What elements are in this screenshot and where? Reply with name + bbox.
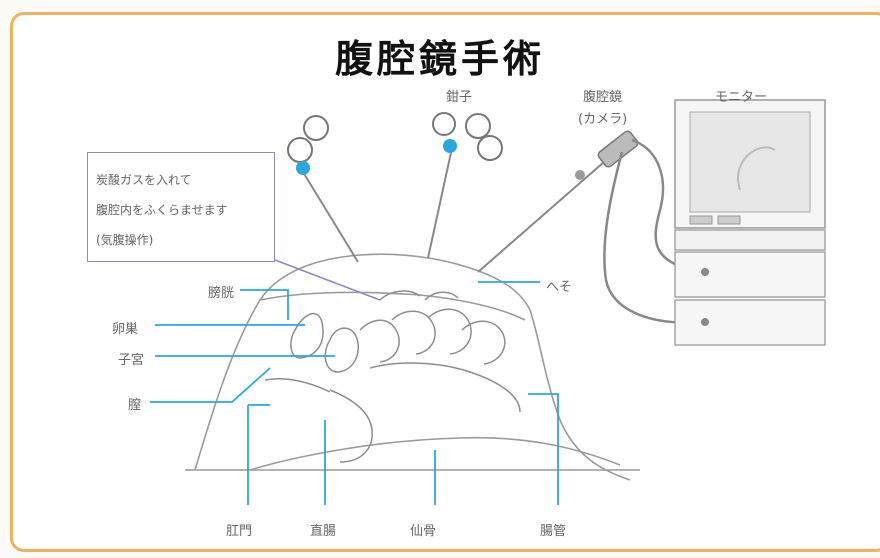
label-navel: へそ: [546, 280, 573, 295]
note-line-2: 腹腔内をふくらませます: [96, 203, 228, 217]
instrument-shafts: [302, 147, 621, 273]
note-pointer: [274, 259, 381, 301]
camera-cable: [631, 138, 701, 274]
label-monitor: モニター: [715, 90, 768, 105]
label-laparoscope: 腹腔鏡: [583, 90, 623, 105]
forceps-center: [432, 112, 503, 161]
note-line-1: 炭酸ガスを入れて: [96, 173, 192, 187]
label-intestine: 腸管: [540, 524, 567, 539]
label-vagina: 膣: [128, 398, 142, 413]
internal-organs: [264, 290, 521, 463]
label-spine: 仙骨: [410, 524, 437, 539]
callout-lines: [150, 281, 559, 505]
label-uterus: 子宮: [118, 353, 145, 368]
label-laparoscope-camera: (カメラ): [578, 112, 628, 127]
label-forceps: 鉗子: [446, 90, 473, 105]
laparoscope-camera: [575, 130, 639, 180]
page-title: 腹腔鏡手術: [334, 37, 545, 81]
insufflation-note: 炭酸ガスを入れて 腹腔内をふくらませます (気腹操作): [87, 152, 275, 262]
label-anus: 肛門: [226, 524, 253, 539]
forceps-left: [287, 115, 329, 175]
light-cable: [603, 151, 703, 324]
label-rectum: 直腸: [310, 524, 337, 539]
note-line-3: (気腹操作): [96, 233, 154, 247]
label-ovary: 卵巣: [112, 322, 139, 337]
monitor-icon: [674, 99, 826, 346]
label-bladder: 膀胱: [208, 286, 235, 301]
